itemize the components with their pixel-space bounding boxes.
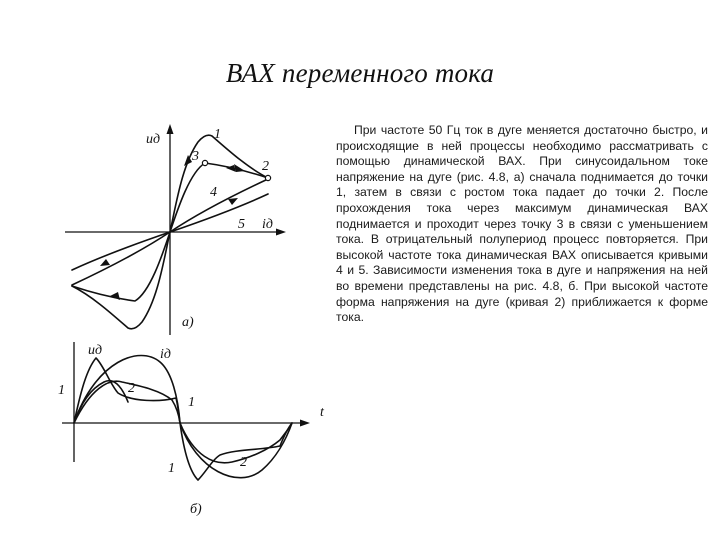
- fig-b-current-label: iд: [160, 347, 171, 362]
- fig-a-curve-5: [169, 193, 269, 233]
- fig-b-voltage-label: uд: [88, 343, 102, 358]
- fig-a-arrow-mark: [110, 292, 120, 300]
- fig-a-label-5: 5: [238, 217, 245, 232]
- slide-title: ВАХ переменного тока: [225, 58, 495, 88]
- fig-b-label-2-top: 2: [128, 381, 135, 396]
- fig-a-point-2: [264, 174, 272, 182]
- fig-a-curve-neg-4: [71, 231, 171, 286]
- fig-a-curve-neg-5: [71, 231, 171, 271]
- fig-a-arrow-mark: [226, 165, 236, 172]
- fig-a-label-1: 1: [214, 127, 221, 142]
- fig-a-y-arrow: [166, 124, 174, 134]
- fig-b-t-arrow: [300, 419, 310, 427]
- fig-a-x-arrow: [276, 228, 286, 236]
- fig-b-label-1-mid: 1: [188, 395, 195, 410]
- fig-a-curve-neg-1: [71, 231, 171, 330]
- fig-a-curve-neg-3: [71, 231, 171, 302]
- fig-a-arrow-mark: [228, 198, 238, 205]
- description-paragraph: При частоте 50 Гц ток в дуге меняется до…: [336, 123, 708, 325]
- fig-a-panel-label: а): [182, 315, 194, 330]
- fig-a-label-4: 4: [210, 185, 217, 200]
- figure-b: uд iд t 1 2 1 1 2 б): [58, 342, 325, 517]
- figure-a: uд iд 1 2 3 4 5 а): [65, 124, 286, 335]
- fig-a-arrow-mark: [234, 164, 245, 172]
- fig-a-y-label: uд: [146, 132, 160, 147]
- fig-a-arrow-mark: [184, 155, 192, 166]
- fig-b-label-1-left: 1: [58, 383, 65, 398]
- description-text: При частоте 50 Гц ток в дуге меняется до…: [336, 123, 708, 326]
- fig-a-curve-4: [169, 178, 269, 233]
- fig-a-curve-1-2: [169, 134, 269, 233]
- fig-a-label-2: 2: [262, 159, 269, 174]
- fig-b-voltage-hump: [73, 379, 129, 424]
- fig-b-time-label: t: [320, 405, 325, 420]
- fig-a-point-3: [201, 159, 209, 167]
- fig-a-arrow-mark: [100, 259, 110, 266]
- fig-b-label-1-bottom: 1: [168, 461, 175, 476]
- fig-b-voltage-2: [73, 380, 293, 464]
- fig-b-voltage-1: [73, 357, 293, 481]
- fig-a-curve-3: [169, 162, 269, 233]
- fig-a-x-label: iд: [262, 217, 273, 232]
- fig-a-label-3: 3: [191, 149, 199, 164]
- fig-b-label-2-bottom: 2: [240, 455, 247, 470]
- fig-b-panel-label: б): [190, 502, 202, 517]
